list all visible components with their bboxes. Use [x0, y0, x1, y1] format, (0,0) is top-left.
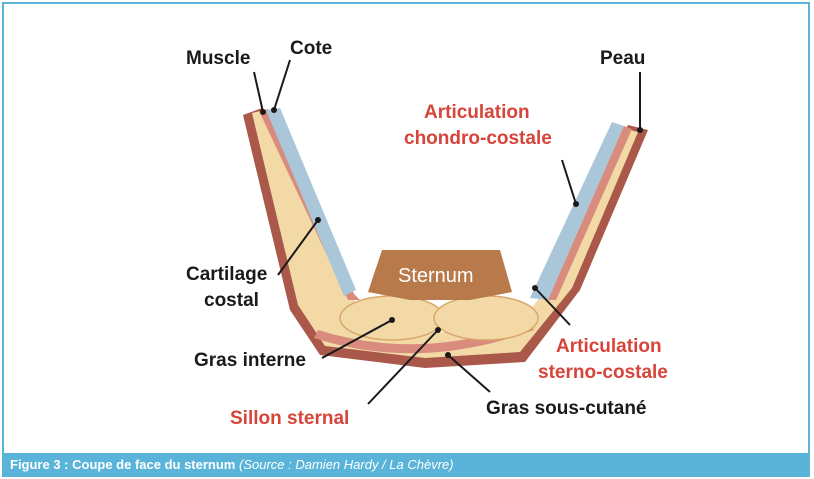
figure-caption: Figure 3 : Coupe de face du sternum (Sou… [2, 453, 810, 477]
dot-muscle [260, 109, 266, 115]
dot-sterno [532, 285, 538, 291]
label-peau: Peau [600, 48, 645, 69]
right-muscle-layer [548, 126, 632, 300]
dot-sillon [435, 327, 441, 333]
leader-muscle [254, 72, 263, 112]
dot-sous-cutane [445, 352, 451, 358]
leader-cote [274, 60, 290, 110]
label-chondro-line2: chondro-costale [404, 128, 552, 149]
dot-gras-interne [389, 317, 395, 323]
label-cote: Cote [290, 38, 332, 59]
label-chondro-line1: Articulation [424, 102, 530, 123]
dot-cote [271, 107, 277, 113]
label-sternum: Sternum [398, 265, 474, 287]
caption-source: (Source : Damien Hardy / La Chèvre) [239, 457, 454, 472]
leader-chondro [562, 160, 576, 204]
label-muscle: Muscle [186, 48, 250, 69]
label-sterno-line1: Articulation [556, 336, 662, 357]
dot-peau [637, 127, 643, 133]
label-cartilage-line2: costal [204, 290, 259, 311]
right-fat-lobe [434, 296, 538, 340]
dot-chondro [573, 201, 579, 207]
label-sillon-sternal: Sillon sternal [230, 408, 349, 429]
dot-cartilage [315, 217, 321, 223]
caption-title: Figure 3 : Coupe de face du sternum [10, 457, 235, 472]
label-sterno-line2: sterno-costale [538, 362, 668, 383]
label-gras-sous-cutane: Gras sous-cutané [486, 398, 647, 419]
label-cartilage-line1: Cartilage [186, 264, 267, 285]
label-gras-interne: Gras interne [194, 350, 306, 371]
